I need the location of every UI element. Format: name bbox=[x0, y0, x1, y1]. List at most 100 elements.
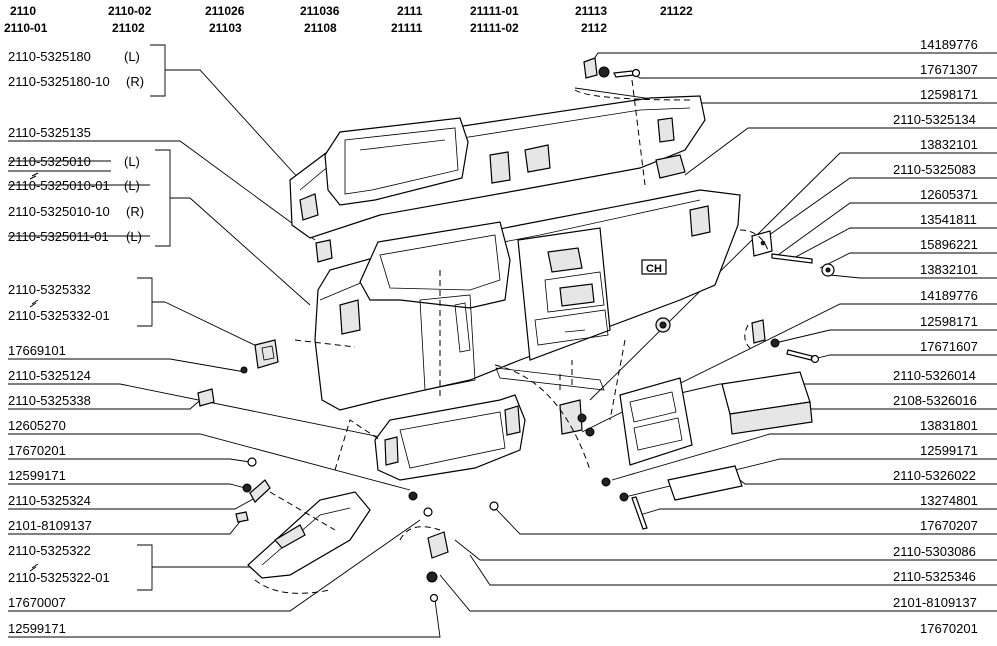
screw-lower bbox=[429, 593, 439, 603]
main-dashboard-body: CH bbox=[314, 189, 741, 435]
label-15896221: 15896221 bbox=[920, 237, 978, 252]
clip-part-right bbox=[751, 319, 766, 344]
label-17670201: 17670201 bbox=[8, 443, 66, 458]
washer-part bbox=[598, 66, 610, 78]
label-12599171: 12599171 bbox=[920, 443, 978, 458]
label-2108-5326016: 2108-5326016 bbox=[893, 393, 977, 408]
rod-part bbox=[771, 253, 813, 264]
label-2110-5325322: 2110-5325322 bbox=[8, 543, 91, 558]
right-callout-labels: 14189776 17671307 12598171 2110-5325134 … bbox=[893, 37, 978, 636]
glovebox-lid bbox=[247, 491, 371, 579]
label-13831801: 13831801 bbox=[920, 418, 978, 433]
model-col-1-top: 2110 bbox=[10, 4, 36, 18]
label-12599171: 12599171 bbox=[8, 621, 66, 636]
radio-storage-box bbox=[721, 371, 813, 435]
label-17671307: 17671307 bbox=[920, 62, 978, 77]
clip-part bbox=[583, 57, 598, 79]
washer-center bbox=[408, 491, 418, 501]
label-13274801: 13274801 bbox=[920, 493, 978, 508]
upper-dashboard-panel bbox=[289, 95, 706, 239]
model-col-3-top: 211026 bbox=[205, 4, 245, 18]
screw-part-right bbox=[786, 349, 813, 361]
hinge-part bbox=[249, 479, 271, 503]
label-17670207: 17670207 bbox=[920, 518, 978, 533]
label-2110-5325338: 2110-5325338 bbox=[8, 393, 91, 408]
label-2110-5326014: 2110-5326014 bbox=[893, 368, 976, 383]
label-2110-5303086: 2110-5303086 bbox=[893, 544, 976, 559]
label-2110-5325124: 2110-5325124 bbox=[8, 368, 91, 383]
label-12605270: 12605270 bbox=[8, 418, 66, 433]
screw-cluster bbox=[489, 501, 499, 511]
bracket-part bbox=[655, 154, 686, 179]
label-2101-8109137: 2101-8109137 bbox=[893, 595, 977, 610]
label-side-l: (L) bbox=[124, 154, 140, 169]
label-2110-5325324: 2110-5325324 bbox=[8, 493, 91, 508]
label-2101-8109137: 2101-8109137 bbox=[8, 518, 92, 533]
label-2110-5325180: 2110-5325180 bbox=[8, 49, 91, 64]
label-2110-5325010-10: 2110-5325010-10 bbox=[8, 204, 110, 219]
label-12599171: 12599171 bbox=[8, 468, 66, 483]
label-side-r: (R) bbox=[126, 74, 144, 89]
assembly-dashed-lines bbox=[254, 79, 769, 594]
model-col-7-bottom: 2112 bbox=[581, 21, 607, 35]
nut-radio-2 bbox=[585, 427, 595, 437]
screw-head-left bbox=[240, 366, 248, 374]
emblem-badge bbox=[641, 259, 667, 275]
model-col-6-bottom: 21111-02 bbox=[470, 21, 519, 35]
label-2110-5325332: 2110-5325332 bbox=[8, 282, 91, 297]
model-col-2-bottom: 21102 bbox=[112, 21, 145, 35]
model-col-4-bottom: 21108 bbox=[304, 21, 337, 35]
label-17669101: 17669101 bbox=[8, 343, 66, 358]
nut-radio-4 bbox=[619, 492, 629, 502]
left-callout-labels: 2110-5325180 (L) 2110-5325180-10 (R) 211… bbox=[8, 49, 144, 636]
label-12605371: 12605371 bbox=[920, 187, 978, 202]
hardware-fasteners bbox=[197, 57, 835, 603]
label-13541811: 13541811 bbox=[920, 212, 977, 227]
model-col-5-top: 2111 bbox=[397, 4, 423, 18]
label-side-l: (L) bbox=[124, 49, 140, 64]
model-col-7-top: 21113 bbox=[575, 4, 607, 18]
model-col-5-bottom: 21111 bbox=[391, 21, 423, 35]
leader-lines bbox=[8, 52, 997, 638]
radio-frame bbox=[619, 377, 693, 466]
label-12598171: 12598171 bbox=[920, 314, 978, 329]
screw-radio bbox=[631, 496, 648, 530]
label-2110-5326022: 2110-5326022 bbox=[893, 468, 976, 483]
clip-nut-lower bbox=[426, 571, 438, 583]
washer-part-right bbox=[770, 338, 780, 348]
label-side-r: (R) bbox=[126, 204, 144, 219]
bracket-lower bbox=[427, 531, 449, 559]
model-col-2-top: 2110-02 bbox=[108, 4, 152, 18]
supersession-marks bbox=[8, 160, 150, 572]
emblem-text: CH bbox=[646, 263, 662, 275]
clip-assembly-left bbox=[254, 339, 279, 369]
label-2110-5325180-10: 2110-5325180-10 bbox=[8, 74, 110, 89]
label-2110-5325135: 2110-5325135 bbox=[8, 125, 91, 140]
label-brackets bbox=[137, 44, 250, 591]
clip-nut bbox=[235, 511, 249, 523]
label-13832101: 13832101 bbox=[920, 137, 978, 152]
label-2110-5325134: 2110-5325134 bbox=[893, 112, 976, 127]
washer bbox=[242, 483, 252, 493]
label-2110-5325332-01: 2110-5325332-01 bbox=[8, 308, 110, 323]
model-header: 2110 2110-01 2110-02 21102 211026 21103 … bbox=[4, 4, 693, 35]
model-col-1-bottom: 2110-01 bbox=[4, 21, 48, 35]
nut-radio-1 bbox=[577, 413, 587, 423]
nut-radio-3 bbox=[601, 477, 611, 487]
clip-upper-left bbox=[315, 239, 333, 263]
model-col-3-bottom: 21103 bbox=[209, 21, 242, 35]
model-col-4-top: 211036 bbox=[300, 4, 340, 18]
label-17671607: 17671607 bbox=[920, 339, 978, 354]
label-2110-5325322-01: 2110-5325322-01 bbox=[8, 570, 110, 585]
label-17670201: 17670201 bbox=[920, 621, 978, 636]
screw-center bbox=[423, 507, 433, 517]
screw-part bbox=[613, 70, 635, 78]
label-13832101: 13832101 bbox=[920, 262, 978, 277]
label-14189776: 14189776 bbox=[920, 288, 978, 303]
screw-head bbox=[247, 457, 257, 467]
model-col-8-top: 21122 bbox=[660, 4, 693, 18]
blanking-plate bbox=[667, 465, 743, 501]
label-2110-5325083: 2110-5325083 bbox=[893, 162, 976, 177]
label-17670007: 17670007 bbox=[8, 595, 66, 610]
